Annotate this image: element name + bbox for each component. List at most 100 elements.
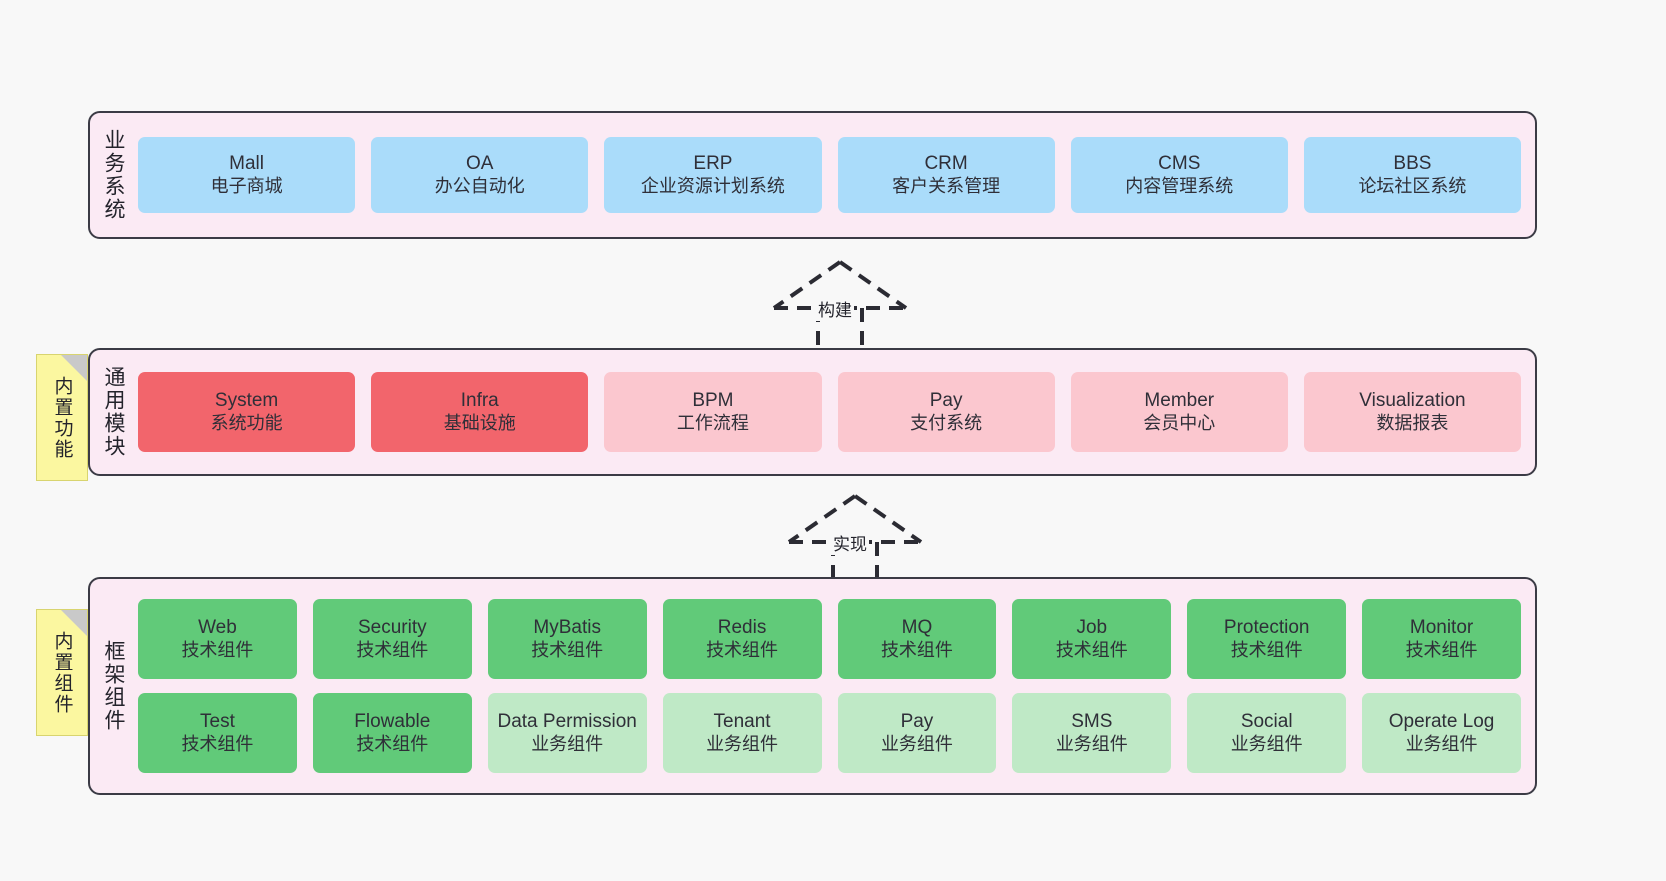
node-title-en: CMS — [1158, 153, 1201, 175]
node-title-cn: 业务组件 — [1055, 733, 1128, 754]
node-title-cn: 办公自动化 — [434, 175, 525, 196]
node-title-en: MyBatis — [533, 617, 601, 639]
node-title-cn: 技术组件 — [1055, 639, 1128, 660]
node-title-en: OA — [466, 153, 494, 175]
node-title-en: System — [214, 390, 279, 412]
node-title-cn: 技术组件 — [880, 639, 953, 660]
node-title-en: Social — [1240, 711, 1293, 733]
node-title-en: Member — [1144, 390, 1215, 412]
note-built-in-components-label: 内置组件 — [51, 630, 73, 715]
node-title-cn: 技术组件 — [356, 733, 429, 754]
node-title-cn: 业务组件 — [531, 733, 604, 754]
node-title-cn: 客户关系管理 — [892, 175, 1001, 196]
node-title-cn: 技术组件 — [181, 733, 254, 754]
note-built-in-components: 内置组件 — [36, 609, 88, 736]
node-title-cn: 电子商城 — [210, 175, 283, 196]
layer-title-common-module: 通用模块 — [102, 366, 126, 458]
note-built-in-features: 内置功能 — [36, 354, 88, 481]
node-title-cn: 技术组件 — [531, 639, 604, 660]
node-title-en: Job — [1076, 617, 1108, 639]
node-title-cn: 基础设施 — [443, 412, 516, 433]
node-title-cn: 业务组件 — [1405, 733, 1478, 754]
uml-arrow-realize-label: 实现 — [831, 530, 869, 555]
node-title-en: Data Permission — [497, 711, 637, 733]
node-title-en: SMS — [1071, 711, 1113, 733]
node-title-cn: 业务组件 — [1230, 733, 1303, 754]
node-title-cn: 工作流程 — [676, 412, 749, 433]
node-title-cn: 技术组件 — [706, 639, 779, 660]
node-title-en: Redis — [717, 617, 767, 639]
node-title-en: Web — [198, 617, 237, 639]
layer-title-business-system: 业务系统 — [102, 129, 126, 221]
uml-arrow-build-label: 构建 — [816, 296, 854, 321]
node-title-en: Security — [357, 617, 427, 639]
node-title-cn: 论坛社区系统 — [1358, 175, 1467, 196]
node-title-cn: 数据报表 — [1376, 412, 1449, 433]
node-title-cn: 业务组件 — [706, 733, 779, 754]
node-title-cn: 技术组件 — [1230, 639, 1303, 660]
node-title-cn: 系统功能 — [210, 412, 283, 433]
layer-title-framework-component: 框架组件 — [102, 640, 126, 732]
node-title-en: Infra — [460, 390, 499, 412]
node-title-cn: 技术组件 — [356, 639, 429, 660]
node-title-en: MQ — [901, 617, 933, 639]
node-title-cn: 企业资源计划系统 — [640, 175, 785, 196]
node-title-en: Pay — [929, 390, 963, 412]
node-title-en: Mall — [229, 153, 264, 175]
node-title-en: Pay — [900, 711, 934, 733]
node-title-en: BPM — [692, 390, 734, 412]
node-title-cn: 业务组件 — [880, 733, 953, 754]
node-title-en: BBS — [1393, 153, 1432, 175]
node-title-en: Monitor — [1409, 617, 1474, 639]
node-title-en: Tenant — [713, 711, 771, 733]
node-title-en: Protection — [1223, 617, 1310, 639]
node-title-en: ERP — [693, 153, 733, 175]
node-title-en: Test — [200, 711, 235, 733]
node-title-en: Operate Log — [1388, 711, 1495, 733]
note-built-in-features-label: 内置功能 — [51, 375, 73, 460]
node-title-en: Visualization — [1359, 390, 1466, 412]
node-title-cn: 内容管理系统 — [1125, 175, 1234, 196]
node-title-en: CRM — [924, 153, 968, 175]
node-title-cn: 技术组件 — [1405, 639, 1478, 660]
node-title-en: Flowable — [354, 711, 431, 733]
